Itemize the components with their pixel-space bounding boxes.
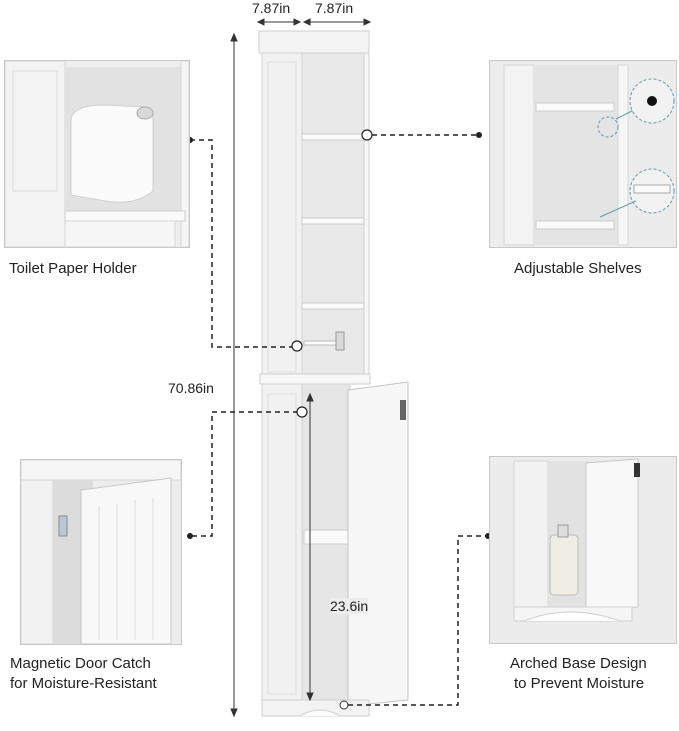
cabinet-height-dimension	[306, 392, 314, 702]
callout-toilet-paper	[190, 139, 292, 348]
arched-base-detail-image	[489, 456, 677, 644]
magnetic-door-label-line1: Magnetic Door Catch	[10, 655, 151, 672]
total-height-label: 70.86in	[168, 380, 214, 396]
cabinet-height-label: 23.6in	[330, 598, 369, 614]
arched-base-label-line1: Arched Base Design	[510, 655, 647, 672]
top-width-dimension	[256, 18, 372, 26]
width-label-right: 7.87in	[315, 0, 354, 16]
width-label-left: 7.87in	[252, 0, 291, 16]
total-height-dimension	[230, 32, 238, 718]
callout-magnetic-door	[190, 411, 298, 537]
magnetic-door-detail-image	[20, 459, 182, 645]
toilet-paper-detail-image	[4, 60, 190, 248]
magnetic-door-label-line2: for Moisture-Resistant	[10, 675, 157, 692]
arched-base-label-line2: to Prevent Moisture	[514, 675, 645, 692]
adjustable-shelves-detail-image	[489, 60, 677, 248]
adjustable-shelves-label: Adjustable Shelves	[514, 260, 642, 277]
callout-arched-base	[348, 535, 488, 706]
toilet-paper-holder-label: Toilet Paper Holder	[9, 260, 137, 277]
